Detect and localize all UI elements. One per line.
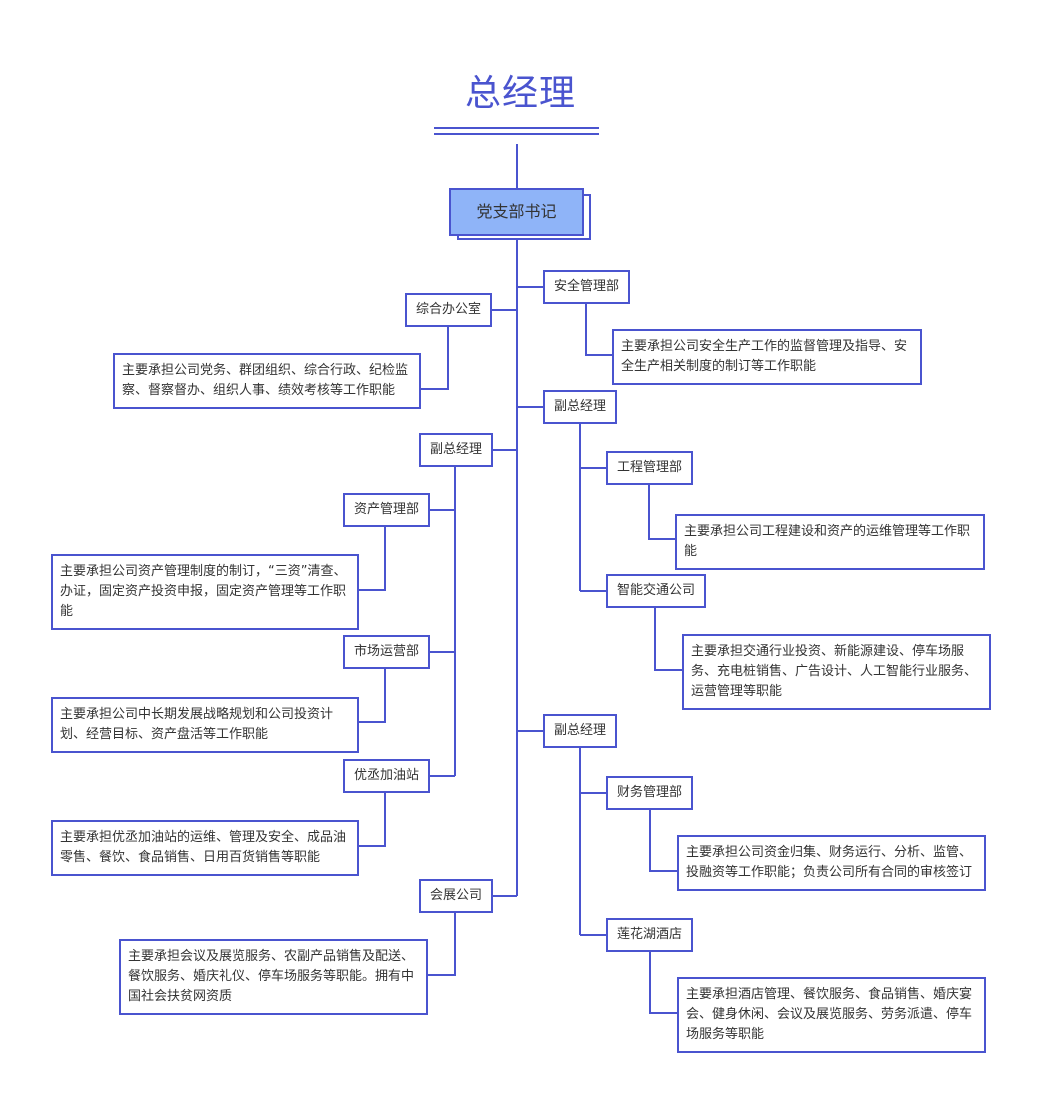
desc-finance-dept: 主要承担公司资金归集、财务运行、分析、监管、投融资等工作职能；负责公司所有合同的… [677, 835, 986, 891]
desc-asset-dept: 主要承担公司资产管理制度的制订，“三资”清查、办证，固定资产投资申报，固定资产管… [51, 554, 359, 630]
desc-youcheng-gas-station: 主要承担优丞加油站的运维、管理及安全、成品油零售、餐饮、食品销售、日用百货销售等… [51, 820, 359, 876]
desc-general-office: 主要承担公司党务、群团组织、综合行政、纪检监察、督察督办、组织人事、绩效考核等工… [113, 353, 421, 409]
node-deputy-gm-left[interactable]: 副总经理 [419, 433, 494, 467]
node-deputy-gm-1[interactable]: 副总经理 [543, 390, 618, 424]
node-lotus-lake-hotel[interactable]: 莲花湖酒店 [606, 918, 694, 952]
node-general-office[interactable]: 综合办公室 [405, 293, 493, 327]
node-finance-dept[interactable]: 财务管理部 [606, 776, 694, 810]
node-deputy-gm-2[interactable]: 副总经理 [543, 714, 618, 748]
desc-market-ops-dept: 主要承担公司中长期发展战略规划和公司投资计划、经营目标、资产盘活等工作职能 [51, 697, 359, 753]
node-youcheng-gas-station[interactable]: 优丞加油站 [343, 759, 431, 793]
chart-title: 总经理 [464, 73, 576, 114]
desc-smart-traffic-co: 主要承担交通行业投资、新能源建设、停车场服务、充电桩销售、广告设计、人工智能行业… [682, 634, 991, 710]
desc-safety-dept: 主要承担公司安全生产工作的监督管理及指导、安全生产相关制度的制订等工作职能 [612, 329, 922, 385]
desc-lotus-lake-hotel: 主要承担酒店管理、餐饮服务、食品销售、婚庆宴会、健身休闲、会议及展览服务、劳务派… [677, 977, 986, 1053]
desc-engineering-dept: 主要承担公司工程建设和资产的运维管理等工作职能 [675, 514, 985, 570]
node-smart-traffic-co[interactable]: 智能交通公司 [606, 574, 707, 608]
node-market-ops-dept[interactable]: 市场运营部 [343, 635, 431, 669]
node-safety-dept[interactable]: 安全管理部 [543, 270, 631, 304]
node-engineering-dept[interactable]: 工程管理部 [606, 451, 694, 485]
root-node[interactable]: 党支部书记 [449, 188, 584, 236]
desc-expo-company: 主要承担会议及展览服务、农副产品销售及配送、餐饮服务、婚庆礼仪、停车场服务等职能… [119, 939, 428, 1015]
node-asset-dept[interactable]: 资产管理部 [343, 493, 431, 527]
node-expo-company[interactable]: 会展公司 [419, 879, 494, 913]
